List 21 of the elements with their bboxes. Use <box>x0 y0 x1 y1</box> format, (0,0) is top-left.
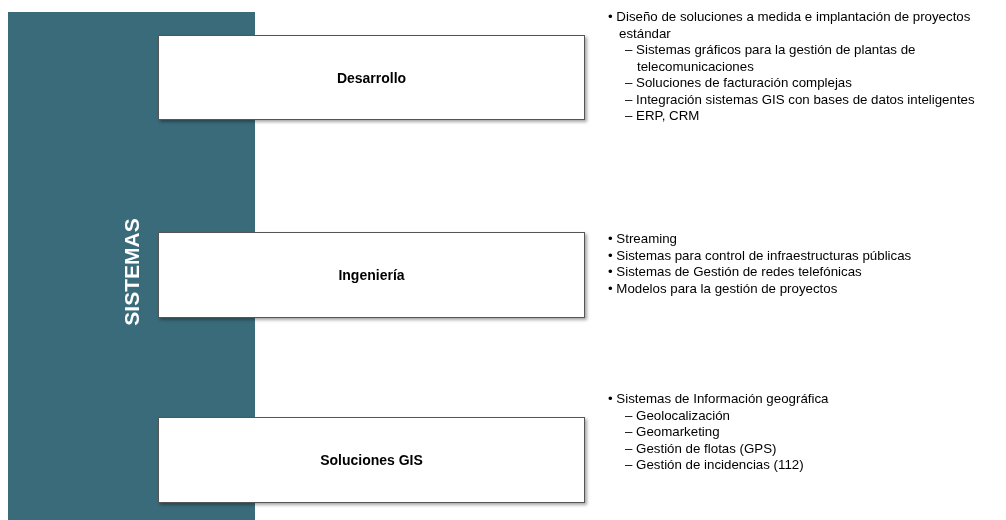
category-box <box>158 232 585 318</box>
box-title: Desarrollo <box>336 69 407 86</box>
band-title: SISTEMAS <box>119 218 144 326</box>
bullet-item: • Sistemas de Gestión de redes telefónicas <box>608 264 863 281</box>
category-box <box>158 417 585 503</box>
bullet-item: – Geomarketing <box>624 424 721 441</box>
bullet-item: – Gestión de flotas (GPS) <box>624 440 778 457</box>
box-title: Ingeniería <box>338 267 405 283</box>
bullet-item: – ERP, CRM <box>624 108 701 125</box>
bullet-item: • Sistemas para control de infraestructuras públicas <box>608 247 913 264</box>
box-title: Soluciones GIS <box>320 452 423 468</box>
bullet-item: • Modelos para la gestión de proyectos <box>608 280 839 297</box>
bullet-item: – Gestión de incidencias (112) <box>624 457 805 474</box>
bullet-item: • Streaming <box>608 231 678 248</box>
bullet-item: • Diseño de soluciones a medida e implantación de proyectos estándar <box>608 9 972 42</box>
category-box <box>158 35 585 120</box>
bullet-item: – Sistemas gráficos para la gestión de plantas de telecomunicaciones <box>624 42 917 75</box>
bullet-item: • Sistemas de Información geográfica <box>608 391 830 408</box>
bullet-item: – Soluciones de facturación complejas <box>624 75 853 92</box>
bullet-item: – Geolocalización <box>624 407 731 424</box>
bullet-item: – Integración sistemas GIS con bases de datos inteligentes <box>624 91 976 108</box>
